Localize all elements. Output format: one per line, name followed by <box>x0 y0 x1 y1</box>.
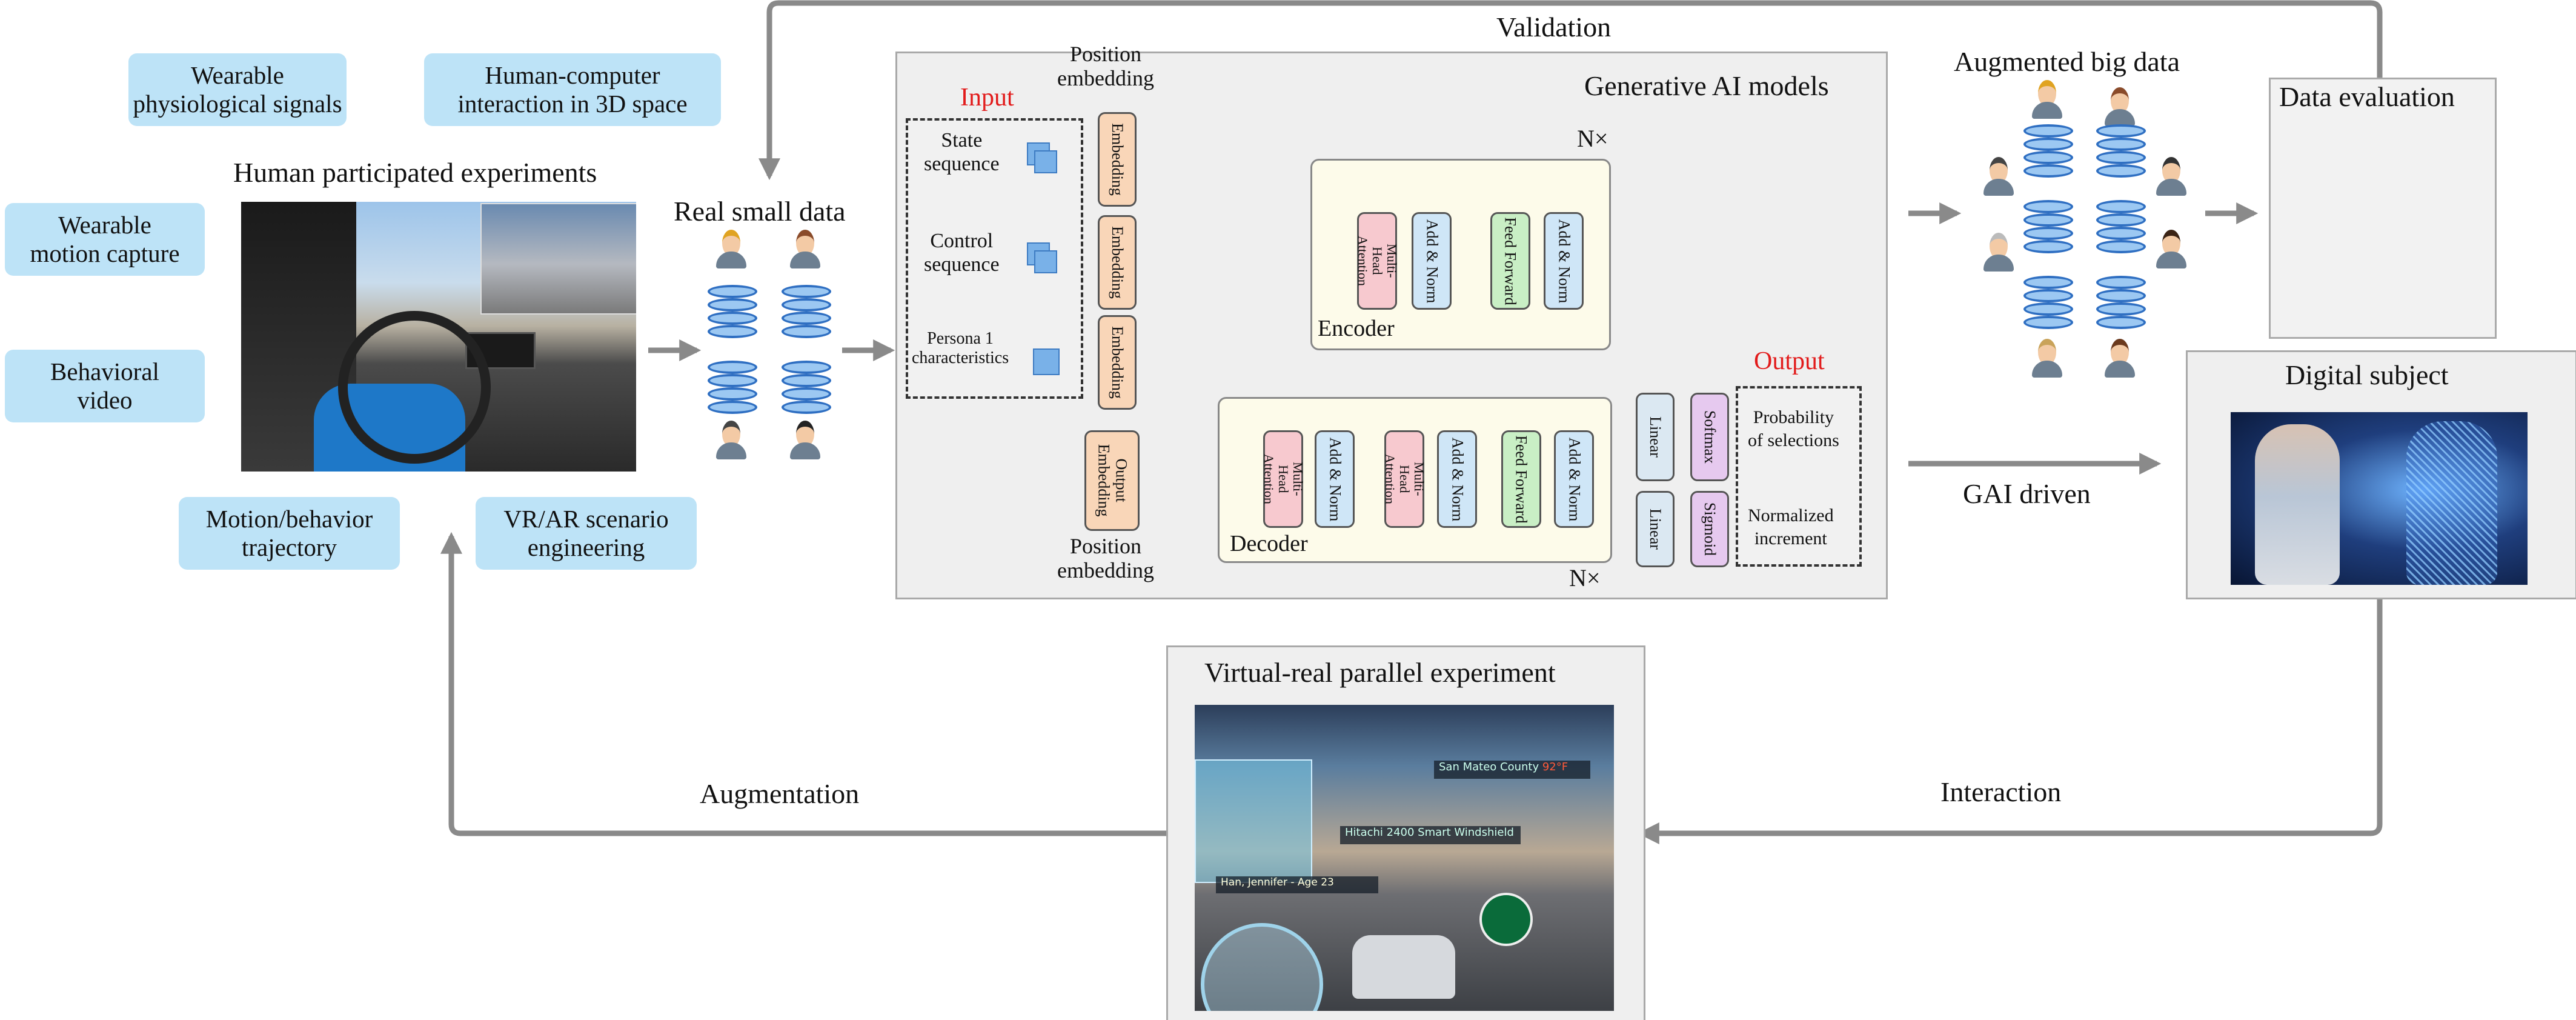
augmented-big-data-title: Augmented big data <box>1954 46 2180 77</box>
avatar-woman-short-hair-icon <box>2102 336 2137 379</box>
encoder-attention-box: Multi-Head Attention <box>1355 212 1399 310</box>
control-embedding-box: Embedding <box>1098 215 1137 310</box>
hud-person-banner: Han, Jennifer - Age 23 <box>1216 876 1378 893</box>
hud-map-panel <box>1195 759 1312 883</box>
callout-wearable-physiological: Wearable physiological signals <box>128 53 347 126</box>
driving-experiment-photo <box>241 202 636 472</box>
database-cylinder-icon <box>782 285 831 339</box>
avatar-worker-icon <box>714 227 749 270</box>
encoder-label: Encoder <box>1318 316 1395 341</box>
position-embedding-top-label: Position embedding <box>1057 42 1154 90</box>
decoder-feedforward-box: Feed Forward <box>1501 430 1541 528</box>
validation-label: Validation <box>1496 12 1612 42</box>
avatar-elder-icon <box>1981 230 2016 273</box>
database-cylinder-icon <box>2023 200 2073 255</box>
decoder-n-times: N× <box>1569 564 1601 592</box>
real-small-data-title: Real small data <box>674 196 846 227</box>
avatar-woman-dark-hair-icon <box>788 418 823 461</box>
persona-token-icon <box>1033 348 1060 375</box>
avatar-man-icon <box>714 418 749 461</box>
speedometer-icon <box>1201 923 1323 1011</box>
callout-motion-trajectory: Motion/behavior trajectory <box>179 497 400 570</box>
encoder-addnorm-1: Add & Norm <box>1412 212 1452 310</box>
encoder-feedforward-box: Feed Forward <box>1490 212 1530 310</box>
sigmoid-box: Sigmoid <box>1690 491 1729 567</box>
generative-ai-title: Generative AI models <box>1584 70 1829 101</box>
callout-vr-ar: VR/AR scenario engineering <box>476 497 697 570</box>
database-cylinder-icon <box>2023 124 2073 179</box>
output-box <box>1736 386 1862 567</box>
callout-hci-3d: Human-computer interaction in 3D space <box>424 53 721 126</box>
augmentation-arrow <box>440 532 1166 836</box>
avatar-woman-curly-icon <box>2154 227 2189 270</box>
hud-location-banner: San Mateo County 92°F <box>1434 761 1590 779</box>
database-cylinder-icon <box>2023 276 2073 330</box>
validation-arrow <box>759 0 2383 181</box>
decoder-attention-2: Multi-Head Attention <box>1383 430 1427 528</box>
input-label: Input <box>960 84 1014 112</box>
callout-behavioral-video: Behavioral video <box>5 350 205 422</box>
human-figure-icon <box>2255 424 2340 585</box>
output-probability-label: Probability of selections <box>1748 407 1839 450</box>
interaction-label: Interaction <box>1940 776 2062 807</box>
digital-subject-title: Digital subject <box>2285 359 2449 390</box>
linear-box-1: Linear <box>1636 393 1675 481</box>
persona-label: Persona 1 characteristics <box>912 329 1009 368</box>
callout-wearable-motion: Wearable motion capture <box>5 203 205 276</box>
data-evaluation-title: Data evaluation <box>2279 81 2455 112</box>
position-embedding-bottom-label: Position embedding <box>1057 534 1154 582</box>
avatar-woman-icon <box>788 227 823 270</box>
avatar-woman-icon <box>2102 85 2137 127</box>
database-cylinder-icon <box>2096 200 2146 255</box>
steering-wheel-icon <box>338 311 491 464</box>
lead-car-icon <box>1352 935 1455 999</box>
linear-box-2: Linear <box>1636 491 1675 567</box>
hud-windshield-banner: Hitachi 2400 Smart Windshield <box>1340 826 1521 844</box>
interaction-arrow <box>1637 597 2383 844</box>
encoder-n-times: N× <box>1577 125 1608 152</box>
database-cylinder-icon <box>2096 276 2146 330</box>
output-increment-label: Normalized increment <box>1748 505 1834 548</box>
state-sequence-label: State sequence <box>924 129 1000 176</box>
state-embedding-box: Embedding <box>1098 112 1137 207</box>
control-sequence-label: Control sequence <box>924 230 1000 276</box>
decoder-attention-1: Multi-Head Attention <box>1261 430 1306 528</box>
hud-windshield-image: San Mateo County 92°F Hitachi 2400 Smart… <box>1195 705 1614 1011</box>
decoder-addnorm-2: Add & Norm <box>1437 430 1477 528</box>
human-experiments-title: Human participated experiments <box>233 157 597 188</box>
augmentation-label: Augmentation <box>700 778 860 809</box>
avatar-man-icon <box>1981 155 2016 197</box>
gai-driven-label: GAI driven <box>1963 478 2091 509</box>
decoder-addnorm-1: Add & Norm <box>1315 430 1355 528</box>
database-cylinder-icon <box>782 361 831 415</box>
decoder-addnorm-3: Add & Norm <box>1554 430 1594 528</box>
digital-subject-image <box>2231 412 2528 585</box>
softmax-box: Softmax <box>1690 393 1729 481</box>
state-token-icon-2 <box>1034 150 1057 173</box>
avatar-worker-icon <box>2030 78 2065 120</box>
control-token-icon-2 <box>1034 250 1057 273</box>
output-embedding-box: Output Embedding <box>1084 430 1140 531</box>
database-cylinder-icon <box>708 285 757 339</box>
starbucks-logo-icon <box>1479 893 1533 946</box>
encoder-addnorm-2: Add & Norm <box>1544 212 1584 310</box>
output-label: Output <box>1754 347 1825 375</box>
avatar-man-icon <box>2154 155 2189 197</box>
decoder-label: Decoder <box>1230 531 1308 556</box>
persona-embedding-box: Embedding <box>1098 315 1137 410</box>
vr-screen-inset <box>480 203 636 315</box>
database-cylinder-icon <box>2096 124 2146 179</box>
database-cylinder-icon <box>708 361 757 415</box>
avatar-man-blond-icon <box>2030 336 2065 379</box>
data-evaluation-panel <box>2269 78 2497 339</box>
virtual-real-title: Virtual-real parallel experiment <box>1204 657 1556 688</box>
digital-twin-figure-icon <box>2406 421 2497 585</box>
